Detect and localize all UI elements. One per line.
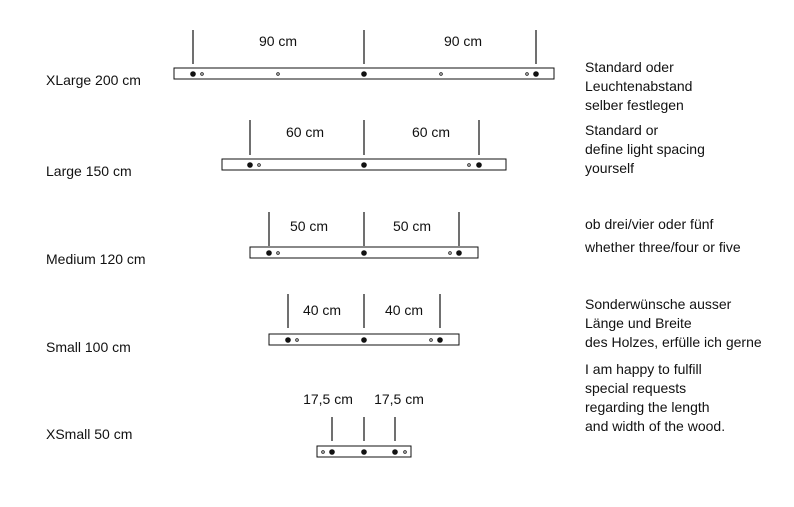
light-point: [533, 71, 539, 77]
spacing-label: 17,5 cm: [303, 391, 353, 407]
lamp-bar: [173, 67, 555, 80]
lamp-size-label: XSmall 50 cm: [46, 426, 133, 442]
mount-point: [321, 450, 325, 454]
light-point: [392, 449, 398, 455]
lamp-bar: [221, 158, 507, 171]
note-de-count: ob drei/vier oder fünf: [585, 215, 713, 234]
spacing-label: 90 cm: [443, 33, 483, 49]
lamp-size-label: Large 150 cm: [46, 163, 132, 179]
light-point: [361, 449, 367, 455]
note-line: regarding the length: [585, 399, 710, 415]
note-line: ob drei/vier oder fünf: [585, 216, 714, 232]
spacing-label: 40 cm: [384, 302, 424, 318]
note-line: Sonderwünsche ausser: [585, 296, 732, 312]
lamp-size-label: Medium 120 cm: [46, 251, 146, 267]
note-line: Leuchtenabstand: [585, 78, 693, 94]
light-point: [361, 250, 367, 256]
spacing-label: 50 cm: [392, 218, 432, 234]
light-point: [247, 162, 253, 168]
mount-point: [403, 450, 407, 454]
note-line: special requests: [585, 380, 687, 396]
note-line: Standard oder: [585, 59, 674, 75]
note-line: whether three/four or five: [585, 239, 741, 255]
note-line: des Holzes, erfülle ich gerne: [585, 334, 762, 350]
lamp-size-label: Small 100 cm: [46, 339, 131, 355]
note-line: selber festlegen: [585, 97, 684, 113]
light-point: [456, 250, 462, 256]
light-point: [329, 449, 335, 455]
mount-point: [257, 163, 261, 167]
light-point: [266, 250, 272, 256]
mount-point: [448, 251, 452, 255]
light-point: [437, 337, 443, 343]
note-line: and width of the wood.: [585, 418, 726, 434]
spacing-label: 50 cm: [289, 218, 329, 234]
lamp-bar: [316, 445, 412, 458]
note-de-special: Sonderwünsche ausser Länge und Breite de…: [585, 295, 762, 352]
note-line: Länge und Breite: [585, 315, 692, 331]
spacing-label: 60 cm: [285, 124, 325, 140]
lamp-bar: [268, 333, 460, 346]
note-en-count: whether three/four or five: [585, 238, 741, 257]
light-point: [361, 337, 367, 343]
mount-point: [200, 72, 204, 76]
mount-point: [439, 72, 443, 76]
note-en-standard: Standard or define light spacing yoursel…: [585, 121, 705, 178]
light-point: [361, 162, 367, 168]
note-line: Standard or: [585, 122, 659, 138]
light-point: [476, 162, 482, 168]
mount-point: [276, 251, 280, 255]
spacing-label: 17,5 cm: [374, 391, 424, 407]
mount-point: [295, 338, 299, 342]
light-point: [190, 71, 196, 77]
spacing-label: 40 cm: [302, 302, 342, 318]
note-de-standard: Standard oder Leuchtenabstand selber fes…: [585, 58, 692, 115]
mount-point: [429, 338, 433, 342]
note-line: I am happy to fulfill: [585, 361, 702, 377]
light-point: [285, 337, 291, 343]
spacing-label: 90 cm: [258, 33, 298, 49]
spacing-label: 60 cm: [411, 124, 451, 140]
lamp-size-label: XLarge 200 cm: [46, 72, 141, 88]
mount-point: [276, 72, 280, 76]
note-en-special: I am happy to fulfill special requests r…: [585, 360, 725, 436]
mount-point: [525, 72, 529, 76]
mount-point: [467, 163, 471, 167]
lamp-bar: [249, 246, 479, 259]
light-point: [361, 71, 367, 77]
note-line: yourself: [585, 160, 635, 176]
note-line: define light spacing: [585, 141, 705, 157]
